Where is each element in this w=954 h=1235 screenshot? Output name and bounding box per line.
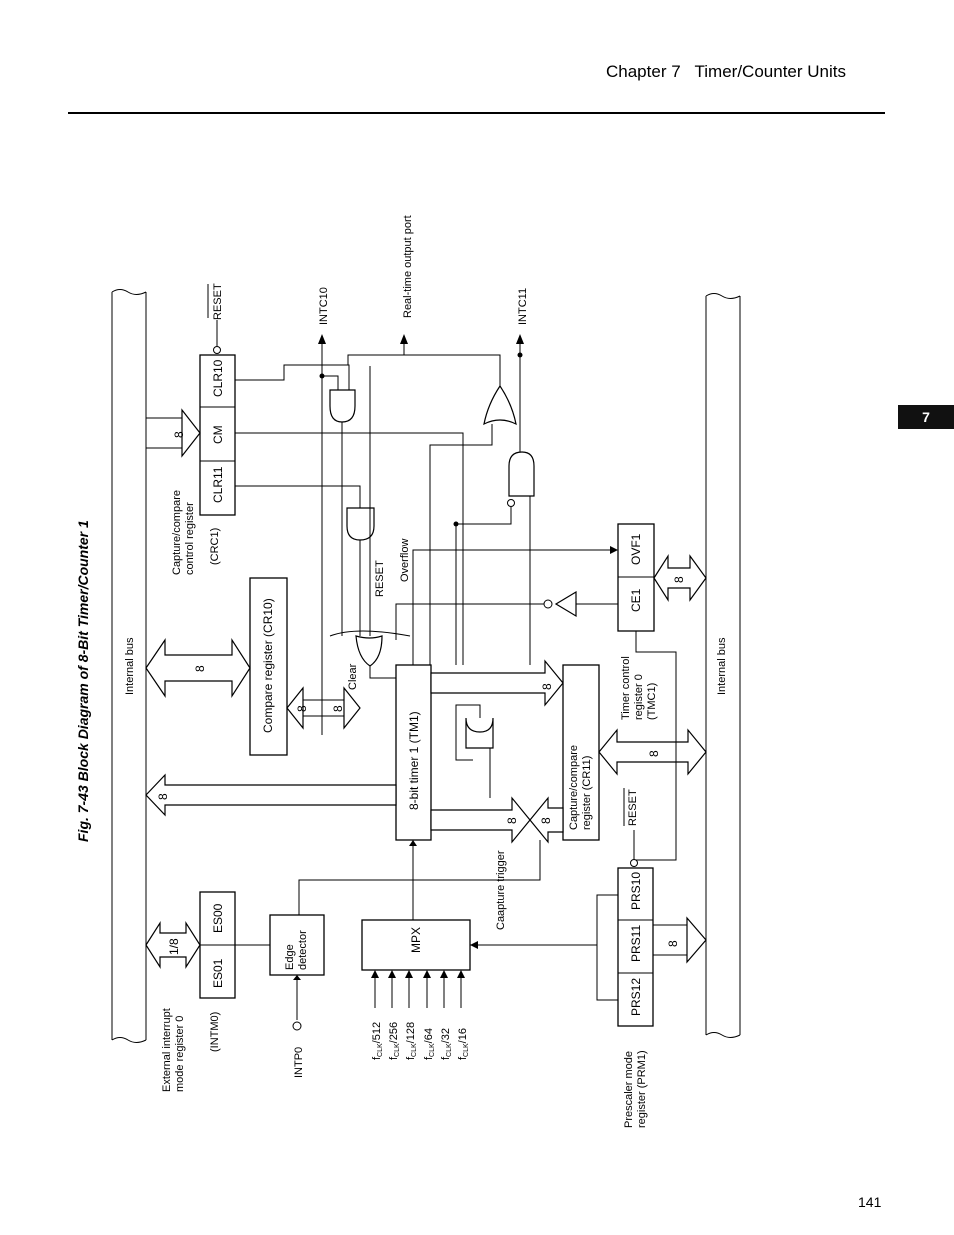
clr10-label: CLR10 bbox=[211, 359, 225, 397]
intc10-label: INTC10 bbox=[318, 287, 330, 325]
clock-input-512: fCLK/512 bbox=[371, 1022, 384, 1060]
overflow-path: Overflow bbox=[395, 539, 618, 665]
svg-text:fCLK/64: fCLK/64 bbox=[423, 1028, 436, 1060]
crc1-name: (CRC1) bbox=[209, 528, 221, 565]
svg-text:8: 8 bbox=[295, 705, 309, 712]
header-rule bbox=[68, 112, 885, 114]
intp0-label: INTP0 bbox=[293, 1047, 305, 1078]
or-gate-rto bbox=[483, 384, 517, 426]
prs10-label: PRS10 bbox=[629, 872, 643, 910]
crc1-desc-2: control register bbox=[184, 502, 196, 575]
intm0-desc-2: mode register 0 bbox=[174, 1016, 186, 1092]
tmc1-desc-3: (TMC1) bbox=[646, 683, 658, 720]
capture-trigger-label: Caapture trigger bbox=[495, 850, 507, 930]
crc1-register: CLR10 CM CLR11 RESET Capture/compare con… bbox=[146, 283, 236, 575]
figure-title: Fig. 7-43 Block Diagram of 8-Bit Timer/C… bbox=[75, 520, 91, 842]
intm0-register: ES01 ES00 1/8 External interrupt mode re… bbox=[145, 891, 270, 1092]
tm1-label: 8-bit timer 1 (TM1) bbox=[407, 711, 421, 810]
svg-text:8: 8 bbox=[540, 683, 554, 690]
tm1-timer: 8-bit timer 1 (TM1) 8 8 8 bbox=[145, 659, 564, 844]
es00-label: ES00 bbox=[211, 903, 225, 933]
svg-text:8: 8 bbox=[156, 793, 170, 800]
cr11-desc-2: register (CR11) bbox=[581, 756, 593, 830]
ratio-label: 1/8 bbox=[167, 938, 181, 955]
tmc1-register: CE1 OVF1 8 Timer control register 0 (TMC… bbox=[617, 523, 707, 861]
cr11-register: Capture/compare register (CR11) 8 8 bbox=[529, 664, 707, 844]
crc1-desc-1: Capture/compare bbox=[171, 490, 183, 575]
intm0-name: (INTM0) bbox=[209, 1012, 221, 1052]
clock-input-256: fCLK/256 bbox=[388, 1022, 401, 1060]
reset-mid-label: RESET bbox=[374, 560, 386, 597]
capture-trigger: Caapture trigger bbox=[470, 850, 597, 949]
prm1-desc-1: Prescaler mode bbox=[623, 1051, 635, 1128]
svg-text:8: 8 bbox=[172, 431, 186, 438]
and-gate-intc11 bbox=[507, 451, 535, 507]
edge-detector: Edge detector INTP0 bbox=[269, 840, 541, 1078]
clear-label: Clear bbox=[347, 663, 359, 690]
chapter-title: Chapter 7 Timer/Counter Units bbox=[606, 62, 846, 81]
svg-text:fCLK/512: fCLK/512 bbox=[371, 1022, 384, 1060]
svg-text:8: 8 bbox=[331, 705, 345, 712]
edge-detector-2: detector bbox=[297, 930, 309, 970]
ovf1-label: OVF1 bbox=[629, 533, 643, 565]
svg-text:fCLK/32: fCLK/32 bbox=[440, 1028, 453, 1060]
internal-bus-left-label: Internal bus bbox=[124, 637, 136, 695]
prs11-label: PRS11 bbox=[629, 925, 643, 962]
svg-text:fCLK/128: fCLK/128 bbox=[405, 1022, 418, 1060]
reset-crc-label: RESET bbox=[212, 283, 224, 320]
mpx: MPX fCLK/512 fCLK/256 fCLK/128 fCLK/64 f… bbox=[361, 840, 471, 1060]
clock-input-128: fCLK/128 bbox=[405, 1022, 418, 1060]
internal-bus-right-label: Internal bus bbox=[716, 637, 728, 695]
prs12-label: PRS12 bbox=[629, 978, 643, 1016]
and-gate-capture bbox=[465, 717, 494, 749]
intm0-desc-1: External interrupt bbox=[161, 1008, 173, 1092]
clr11-label: CLR11 bbox=[211, 466, 225, 503]
prm1-register: PRS12 PRS11 PRS10 8 RESET Prescaler mode… bbox=[596, 788, 707, 1128]
cr11-desc-1: Capture/compare bbox=[568, 745, 580, 830]
reset-prm-label: RESET bbox=[627, 789, 639, 826]
interconnect: INTC10 Real-time output port INTC11 bbox=[235, 215, 531, 798]
svg-text:8: 8 bbox=[193, 665, 207, 672]
svg-text:fCLK/256: fCLK/256 bbox=[388, 1022, 401, 1060]
svg-text:8: 8 bbox=[666, 940, 680, 947]
tmc1-desc-2: register 0 bbox=[633, 674, 645, 720]
clock-input-32: fCLK/32 bbox=[440, 1028, 453, 1060]
cr10-register: Compare register (CR10) 8 8 8 bbox=[145, 577, 361, 756]
cm-label: CM bbox=[211, 425, 225, 444]
prm1-desc-2: register (PRM1) bbox=[636, 1050, 648, 1128]
clock-input-64: fCLK/64 bbox=[423, 1028, 436, 1060]
page-number: 141 bbox=[858, 1194, 882, 1210]
tmc1-desc-1: Timer control bbox=[620, 656, 632, 720]
svg-text:fCLK/16: fCLK/16 bbox=[457, 1028, 470, 1060]
and-gate-intc10 bbox=[329, 389, 356, 430]
svg-text:8: 8 bbox=[672, 576, 686, 583]
svg-text:8: 8 bbox=[647, 750, 661, 757]
edge-detector-1: Edge bbox=[284, 944, 296, 970]
mpx-label: MPX bbox=[409, 927, 423, 953]
intc11-label: INTC11 bbox=[517, 288, 529, 325]
svg-text:8: 8 bbox=[539, 817, 553, 824]
ce1-label: CE1 bbox=[629, 588, 643, 612]
svg-text:8: 8 bbox=[505, 817, 519, 824]
overflow-label: Overflow bbox=[399, 539, 411, 582]
cr10-label: Compare register (CR10) bbox=[261, 598, 275, 733]
rto-port-label: Real-time output port bbox=[402, 215, 414, 318]
es01-label: ES01 bbox=[211, 958, 225, 988]
internal-bus-left: Internal bus bbox=[111, 289, 147, 1043]
clear-or-gate: Clear RESET bbox=[329, 560, 411, 690]
clock-input-16: fCLK/16 bbox=[457, 1028, 470, 1060]
internal-bus-right: Internal bus bbox=[705, 293, 741, 1038]
chapter-tab: 7 bbox=[898, 405, 954, 429]
